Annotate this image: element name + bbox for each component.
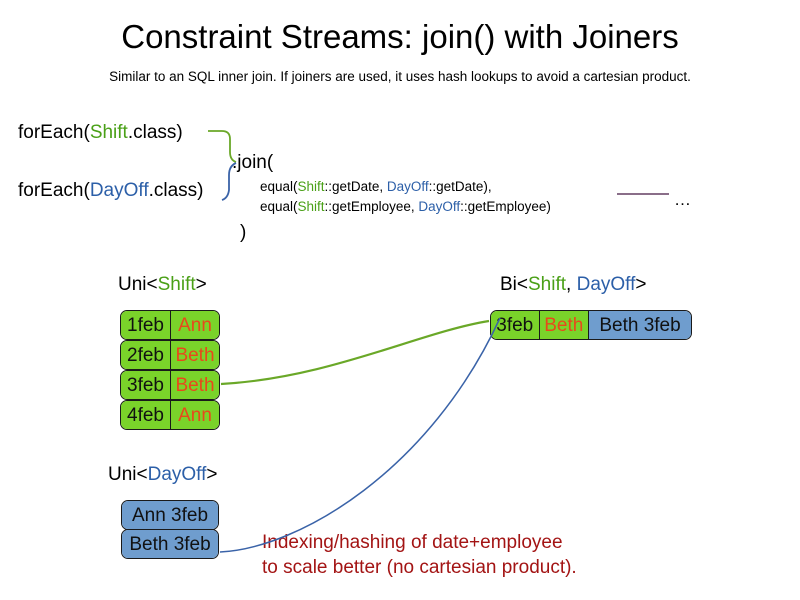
shift-employee-cell: Beth [169, 371, 219, 399]
match-wire-shift [220, 319, 490, 386]
code-join-close: ) [240, 222, 247, 243]
code-joiner-1-left-method: ::getEmployee, [324, 199, 419, 214]
shift-fact-row: 1feb Ann [120, 310, 220, 340]
shift-date-cell: 3feb [121, 371, 170, 399]
code-joiner-0-right-type: DayOff [386, 179, 429, 194]
code-joiner-0: equal(Shift::getDate, DayOff::getDate), [260, 179, 492, 194]
page-title: Constraint Streams: join() with Joiners [121, 18, 679, 55]
dayoff-fact-row: Ann 3feb [121, 500, 219, 530]
code-foreach-shift-prefix: forEach( [18, 122, 90, 143]
code-foreach-dayoff-suffix: .class) [148, 180, 204, 201]
code-foreach-shift-type: Shift [89, 122, 128, 143]
label-uni-dayoff-suffix: > [206, 464, 218, 485]
shift-employee-cell: Ann [169, 311, 219, 339]
label-bi-separator: , [566, 274, 577, 295]
code-joiner-1-open: equal( [260, 199, 298, 214]
code-join-open: .join( [232, 152, 274, 173]
code-foreach-dayoff: forEach(DayOff.class) [18, 180, 204, 202]
code-joiner-1-right-method: ::getEmployee) [460, 199, 551, 214]
code-foreach-shift: forEach(Shift.class) [18, 122, 183, 144]
bi-shift-date-cell: 3feb [491, 311, 539, 339]
note-text: Indexing/hashing of date+employee to sca… [262, 530, 577, 580]
bi-fact-row: 3feb Beth Beth 3feb [490, 310, 692, 340]
dayoff-fact-row: Beth 3feb [121, 529, 219, 559]
bi-dayoff-cell: Beth 3feb [588, 311, 691, 339]
shift-date-cell: 4feb [121, 401, 170, 429]
label-uni-dayoff-type: DayOff [147, 464, 207, 485]
shift-fact-row: 2feb Beth [120, 340, 220, 370]
label-uni-shift-prefix: Uni< [118, 274, 158, 295]
shift-date-cell: 2feb [121, 341, 170, 369]
shift-fact-row: 4feb Ann [120, 400, 220, 430]
label-bi: Bi<Shift, DayOff> [500, 274, 646, 296]
label-uni-dayoff: Uni<DayOff> [108, 464, 218, 486]
page-subtitle: Similar to an SQL inner join. If joiners… [109, 69, 691, 84]
code-joiner-0-open: equal( [260, 179, 298, 194]
label-uni-shift-type: Shift [157, 274, 196, 295]
code-joiner-1-right-type: DayOff [418, 199, 461, 214]
label-bi-prefix: Bi< [500, 274, 528, 295]
code-joiner-0-left-method: ::getDate, [324, 179, 387, 194]
code-joiner-1-left-type: Shift [297, 199, 325, 214]
label-bi-suffix: > [635, 274, 647, 295]
shift-fact-row: 3feb Beth [120, 370, 220, 400]
label-uni-dayoff-prefix: Uni< [108, 464, 148, 485]
label-uni-shift-suffix: > [195, 274, 207, 295]
note-line-2: to scale better (no cartesian product). [262, 557, 577, 579]
label-bi-type-b: DayOff [576, 274, 636, 295]
ellipsis-label: … [674, 190, 691, 209]
code-joiner-0-right-method: ::getDate), [428, 179, 492, 194]
code-foreach-dayoff-prefix: forEach( [18, 180, 90, 201]
shift-employee-cell: Ann [169, 401, 219, 429]
match-wire-dayoff [219, 317, 501, 553]
dayoff-cell: Beth 3feb [122, 530, 218, 558]
shift-employee-cell: Beth [169, 341, 219, 369]
note-line-1: Indexing/hashing of date+employee [262, 532, 563, 553]
label-uni-shift: Uni<Shift> [118, 274, 207, 296]
code-joiner-1: equal(Shift::getEmployee, DayOff::getEmp… [260, 199, 551, 214]
code-foreach-shift-suffix: .class) [127, 122, 183, 143]
code-foreach-dayoff-type: DayOff [89, 180, 149, 201]
shift-date-cell: 1feb [121, 311, 170, 339]
bi-shift-employee-cell: Beth [538, 311, 589, 339]
dayoff-cell: Ann 3feb [122, 501, 218, 529]
code-joiner-0-left-type: Shift [297, 179, 325, 194]
label-bi-type-a: Shift [528, 274, 567, 295]
